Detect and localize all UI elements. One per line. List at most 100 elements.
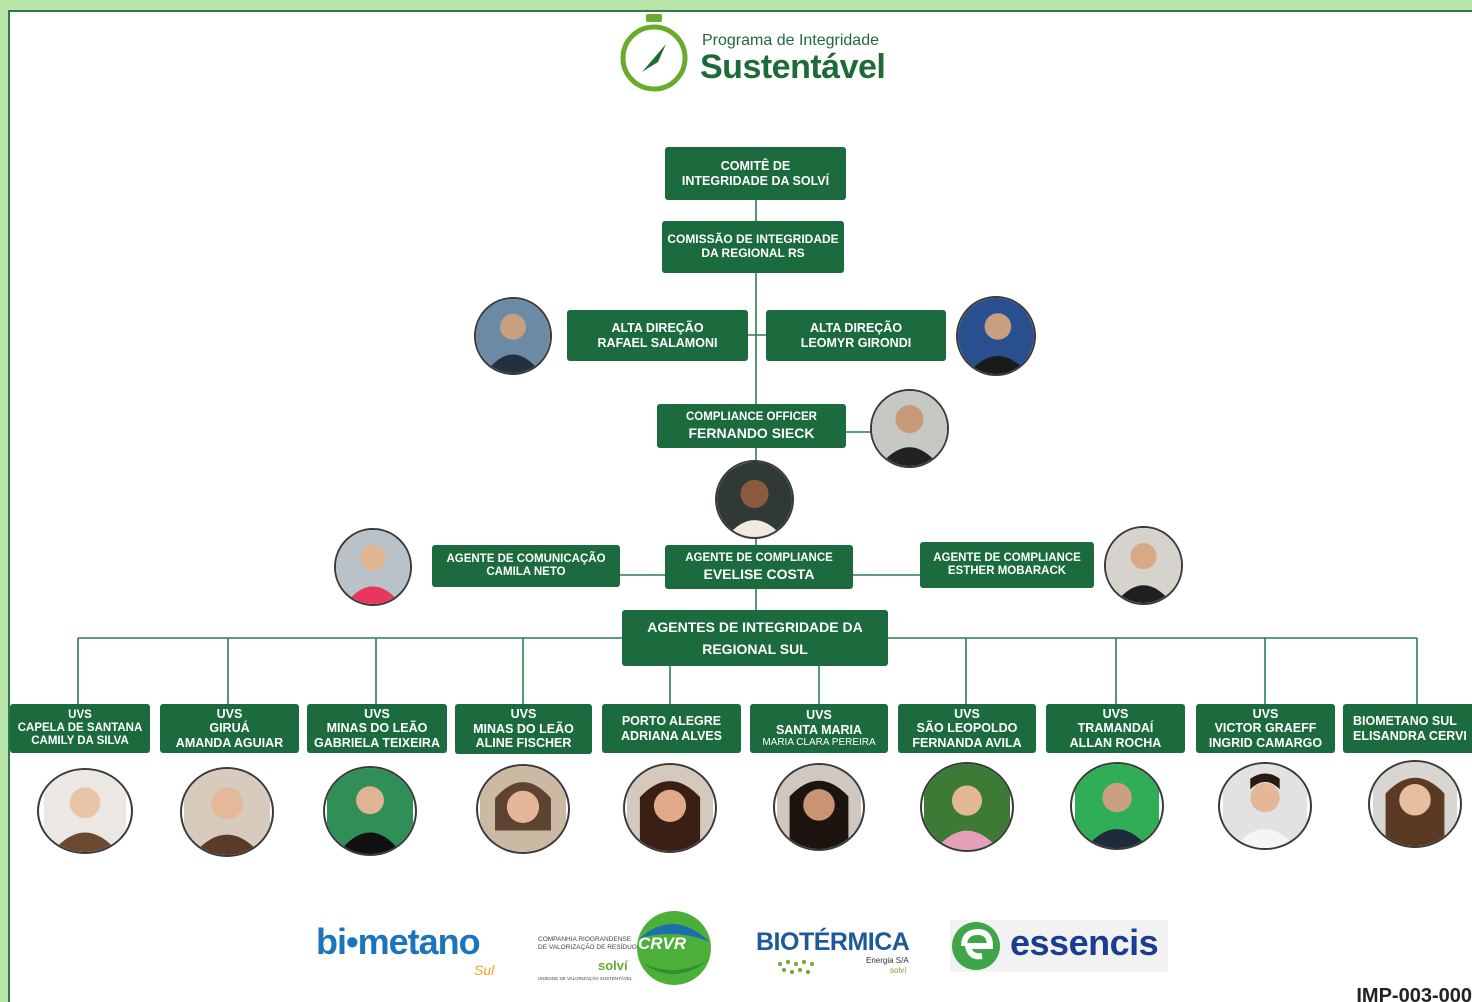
agente-compliance-center-line1: AGENTE DE COMPLIANCE <box>685 552 833 565</box>
crvr-text1: COMPANHIA RIOGRANDENSE <box>538 936 632 943</box>
agente-comunicacao-line1: AGENTE DE COMUNICAÇÃO <box>446 552 606 565</box>
agente-comunicacao-line2: CAMILA NETO <box>486 566 566 578</box>
agentes-integridade-line1: AGENTES DE INTEGRIDADE DA <box>647 618 863 635</box>
dots-icon <box>778 960 814 974</box>
biometano-logo: bi•metano Sul <box>316 924 516 984</box>
comite-box: COMITÊ DE INTEGRIDADE DA SOLVÍ <box>665 147 846 200</box>
unit-box-porto-alegre: PORTO ALEGRE ADRIANA ALVES <box>602 704 741 753</box>
essencis-wordmark: essencis <box>1010 922 1159 963</box>
unit-line: UVS <box>1252 706 1279 721</box>
unit-line: TRAMANDAÍ <box>1077 721 1154 736</box>
program-logo: Programa de Integridade Sustentável <box>616 14 886 98</box>
unit-line: ELISANDRA CERVI <box>1353 728 1467 743</box>
essencis-e-icon <box>952 922 1000 970</box>
avatar-fernanda-avila <box>920 762 1014 852</box>
biotermica-solvi: solví <box>890 966 907 975</box>
comissao-line2: DA REGIONAL RS <box>701 246 805 260</box>
unit-line: UVS <box>806 708 832 723</box>
compass-icon <box>620 14 688 92</box>
biometano-sub: Sul <box>474 962 495 978</box>
avatar-maria-clara-pereira <box>773 763 865 851</box>
crvr-logo: COMPANHIA RIOGRANDENSE DE VALORIZAÇÃO DE… <box>536 908 716 988</box>
avatar-elisandra-cervi <box>1368 760 1462 848</box>
avatar-rafael-salamoni <box>474 297 552 375</box>
avatar-aline-fischer <box>476 764 570 854</box>
unit-line: ALLAN ROCHA <box>1069 735 1162 750</box>
unit-box-santa-maria: UVS SANTA MARIA MARIA CLARA PEREIRA <box>750 704 888 753</box>
unit-line: UVS <box>364 706 390 721</box>
unit-box-biometano-sul: BIOMETANO SUL ELISANDRA CERVI <box>1343 704 1472 753</box>
unit-line: BIOMETANO SUL <box>1353 714 1457 729</box>
unit-line: VICTOR GRAEFF <box>1214 721 1317 736</box>
avatar-allan-rocha <box>1070 762 1164 850</box>
comite-line1: COMITÊ DE <box>720 159 791 174</box>
biotermica-sub: Energia S/A <box>866 956 909 965</box>
essencis-logo: essencis <box>950 920 1168 972</box>
avatar-evelise-costa <box>715 460 794 539</box>
unit-line: INGRID CAMARGO <box>1208 735 1323 750</box>
unit-line: GABRIELA TEIXEIRA <box>314 735 440 750</box>
unit-line: ADRIANA ALVES <box>621 728 722 743</box>
unit-box-girua: UVS GIRUÁ AMANDA AGUIAR <box>160 704 299 753</box>
agente-compliance-center-box: AGENTE DE COMPLIANCE EVELISE COSTA <box>665 545 853 589</box>
crvr-unit: UNIDADE DE VALORIZAÇÃO SUSTENTÁVEL <box>538 976 633 981</box>
agente-compliance-right-line2: ESTHER MOBARACK <box>947 565 1067 577</box>
avatar-esther-mobarack <box>1104 526 1183 605</box>
agente-compliance-right-line1: AGENTE DE COMPLIANCE <box>933 551 1081 564</box>
avatar-ingrid-camargo <box>1218 762 1312 850</box>
agentes-integridade-box: AGENTES DE INTEGRIDADE DA REGIONAL SUL <box>622 610 888 666</box>
unit-line: UVS <box>1102 706 1129 721</box>
unit-box-capela-de-santana: UVS CAPELA DE SANTANA CAMILY DA SILVA <box>10 704 150 753</box>
comissao-box: COMISSÃO DE INTEGRIDADE DA REGIONAL RS <box>662 221 844 273</box>
agentes-integridade-line2: REGIONAL SUL <box>702 641 808 657</box>
unit-box-tramandai: UVS TRAMANDAÍ ALLAN ROCHA <box>1046 704 1185 753</box>
unit-box-sao-leopoldo: UVS SÃO LEOPOLDO FERNANDA AVILA <box>898 704 1036 753</box>
unit-line: SÃO LEOPOLDO <box>916 721 1018 736</box>
unit-line: FERNANDA AVILA <box>912 735 1022 750</box>
compliance-officer-line2: FERNANDO SIECK <box>688 424 815 441</box>
unit-line: UVS <box>510 707 537 722</box>
crvr-badge: CRVR <box>638 934 687 953</box>
compliance-officer-line1: COMPLIANCE OFFICER <box>686 411 817 424</box>
alta-direcao-right-box: ALTA DIREÇÃO LEOMYR GIRONDI <box>766 310 946 361</box>
org-chart-canvas: Programa de Integridade Sustentável COMI… <box>8 10 1472 1002</box>
unit-line: CAPELA DE SANTANA <box>17 721 143 734</box>
biometano-wordmark: bi•metano <box>316 921 481 962</box>
agente-compliance-center-line2: EVELISE COSTA <box>703 565 815 582</box>
crvr-globe-icon <box>637 911 711 985</box>
unit-line: GIRUÁ <box>209 721 250 736</box>
crvr-solvi: solví <box>598 958 628 973</box>
agente-compliance-right-box: AGENTE DE COMPLIANCE ESTHER MOBARACK <box>920 542 1094 588</box>
unit-line: UVS <box>68 708 92 721</box>
avatar-camily-da-silva <box>37 768 133 854</box>
avatar-camila-neto <box>334 528 412 606</box>
document-code: IMP-003-000 <box>1356 985 1472 1002</box>
unit-line: MINAS DO LEÃO <box>473 721 574 736</box>
agente-comunicacao-box: AGENTE DE COMUNICAÇÃO CAMILA NETO <box>432 545 620 587</box>
comissao-line1: COMISSÃO DE INTEGRIDADE <box>667 232 839 247</box>
unit-line: MARIA CLARA PEREIRA <box>762 737 876 749</box>
logo-line1: Programa de Integridade <box>702 32 879 49</box>
avatar-gabriela-teixeira <box>323 766 417 856</box>
unit-box-victor-graeff: UVS VICTOR GRAEFF INGRID CAMARGO <box>1196 704 1335 753</box>
unit-line: UVS <box>954 706 980 721</box>
avatar-fernando-sieck <box>870 389 949 468</box>
compliance-officer-box: COMPLIANCE OFFICER FERNANDO SIECK <box>657 404 846 448</box>
avatar-amanda-aguiar <box>180 767 274 857</box>
unit-line: UVS <box>216 706 243 721</box>
alta-direcao-left-line1: ALTA DIREÇÃO <box>611 321 704 336</box>
alta-direcao-left-line2: RAFAEL SALAMONI <box>597 335 718 350</box>
unit-line: MINAS DO LEÃO <box>326 721 428 736</box>
comite-line2: INTEGRIDADE DA SOLVÍ <box>681 173 830 188</box>
unit-line: CAMILY DA SILVA <box>31 735 129 748</box>
alta-direcao-right-line2: LEOMYR GIRONDI <box>800 335 912 350</box>
alta-direcao-left-box: ALTA DIREÇÃO RAFAEL SALAMONI <box>567 310 748 361</box>
unit-line: SANTA MARIA <box>775 722 863 737</box>
unit-line: ALINE FISCHER <box>475 736 572 751</box>
alta-direcao-right-line1: ALTA DIREÇÃO <box>809 321 903 336</box>
logo-line2: Sustentável <box>700 48 886 86</box>
biotermica-logo: BIOTÉRMICA Energia S/A solví <box>756 928 926 984</box>
unit-line: PORTO ALEGRE <box>621 714 722 729</box>
unit-box-minas-do-leao-aline: UVS MINAS DO LEÃO ALINE FISCHER <box>455 704 592 754</box>
avatar-leomyr-girondi <box>956 296 1036 376</box>
